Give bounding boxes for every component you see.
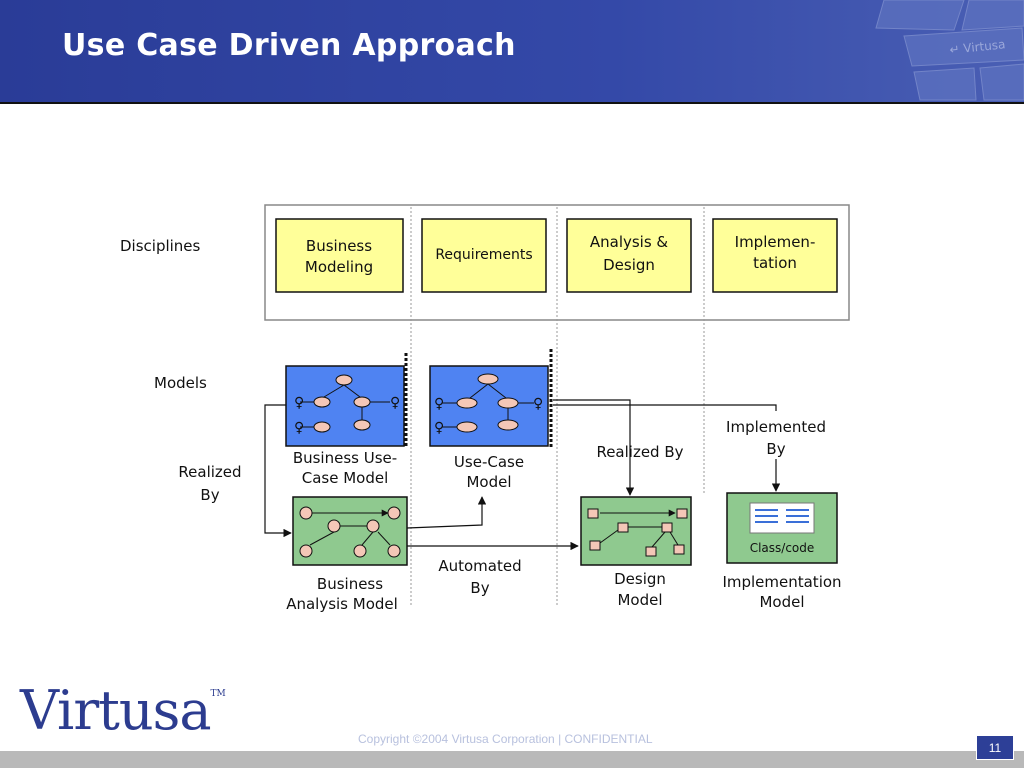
svg-text:♀: ♀: [294, 395, 304, 411]
implemented-by-label: By: [766, 440, 785, 458]
use-case-model-box: ♀ ♀ ♀: [429, 349, 553, 447]
implementation-model-label: Implementation: [722, 573, 841, 591]
keyboard-decoration: ↵ Virtusa: [875, 0, 1024, 101]
svg-text:↵ Virtusa: ↵ Virtusa: [949, 37, 1006, 57]
automated-by-label: Automated: [438, 557, 521, 575]
svg-text:♀: ♀: [434, 420, 444, 436]
svg-text:Requirements: Requirements: [435, 247, 532, 263]
discipline-implementation: Implemen- tation: [712, 218, 838, 293]
implementation-model-box: Class/code: [726, 492, 838, 564]
svg-text:Analysis &: Analysis &: [590, 233, 669, 251]
svg-text:♀: ♀: [434, 396, 444, 412]
row-label-models: Models: [154, 374, 207, 392]
virtusa-logo: VirtusaTM: [20, 679, 226, 742]
business-analysis-model-label: Business: [317, 575, 383, 593]
copyright-text: Copyright ©2004 Virtusa Corporation | CO…: [358, 732, 653, 746]
business-use-case-model-box: ♀ ♀ ♀: [285, 353, 408, 447]
realized-by-label: Realized By: [596, 443, 683, 461]
row-label-disciplines: Disciplines: [120, 237, 201, 255]
business-analysis-model-label: Analysis Model: [286, 595, 398, 613]
header-bar: ↵ Virtusa Use Case Driven Approach: [0, 0, 1024, 104]
svg-text:♀: ♀: [390, 395, 400, 411]
design-model-box: [580, 496, 692, 566]
implementation-model-label: Model: [759, 593, 804, 611]
discipline-requirements: Requirements: [421, 218, 547, 293]
page-number: 11: [976, 735, 1014, 760]
svg-text:Implemen-: Implemen-: [735, 233, 816, 251]
svg-text:Design: Design: [603, 256, 655, 274]
class-code-label: Class/code: [750, 541, 815, 555]
realized-by-down-arrow: [553, 399, 635, 496]
business-use-case-model-label: Case Model: [302, 469, 389, 487]
realized-by-arrow: [264, 404, 292, 538]
footer-bar: [0, 751, 1024, 768]
use-case-model-label: Use-Case: [454, 453, 524, 471]
implemented-connector: [553, 404, 777, 411]
discipline-business-modeling: Business Modeling: [275, 218, 404, 293]
implemented-by-label: Implemented: [726, 418, 826, 436]
discipline-analysis-design: Analysis & Design: [566, 218, 692, 293]
business-use-case-model-label: Business Use-: [293, 449, 397, 467]
use-case-arrow: [406, 496, 487, 529]
business-analysis-model-box: [292, 496, 408, 566]
automated-by-label: By: [470, 579, 489, 597]
svg-text:♀: ♀: [294, 420, 304, 436]
realized-by-left-label: By: [200, 486, 219, 504]
svg-text:♀: ♀: [533, 396, 543, 412]
use-case-diagram: Disciplines Models Business Modeling Req…: [110, 195, 870, 620]
design-model-label: Model: [617, 591, 662, 609]
diagram-svg: Disciplines Models Business Modeling Req…: [120, 204, 850, 613]
svg-text:tation: tation: [753, 254, 797, 272]
svg-text:Business: Business: [306, 237, 372, 255]
realized-by-left-label: Realized: [178, 463, 241, 481]
slide-title: Use Case Driven Approach: [62, 28, 516, 63]
design-model-label: Design: [614, 570, 666, 588]
svg-text:Modeling: Modeling: [305, 258, 373, 276]
use-case-model-label: Model: [466, 473, 511, 491]
